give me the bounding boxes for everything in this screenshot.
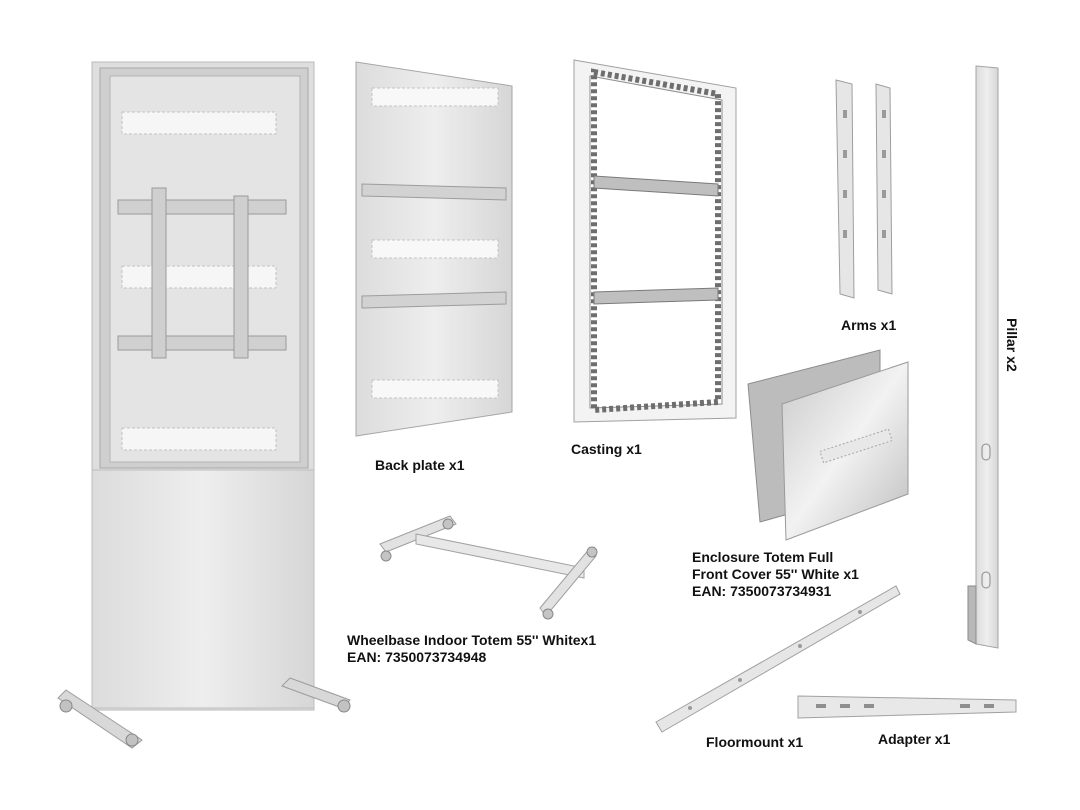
enclosure-name-line2: Front Cover 55'' White x1 xyxy=(692,566,859,582)
wheelbase-label: Wheelbase Indoor Totem 55'' Whitex1 EAN:… xyxy=(347,632,596,666)
enclosure-label: Enclosure Totem Full Front Cover 55'' Wh… xyxy=(692,549,859,600)
casting-part xyxy=(573,59,737,423)
enclosure-cover-part xyxy=(747,349,909,541)
back-plate-label: Back plate x1 xyxy=(375,457,465,473)
casting-label: Casting x1 xyxy=(571,441,642,457)
enclosure-ean: EAN: 7350073734931 xyxy=(692,583,832,599)
wheelbase-ean: EAN: 7350073734948 xyxy=(347,649,487,665)
arms-part xyxy=(835,79,893,299)
wheelbase-part xyxy=(379,515,598,620)
adapter-part xyxy=(797,695,1017,719)
wheelbase-name: Wheelbase Indoor Totem 55'' Whitex1 xyxy=(347,632,597,648)
floormount-part xyxy=(655,585,901,733)
assembled-totem xyxy=(57,61,351,749)
pillar-label: Pillar x2 xyxy=(1004,318,1020,372)
back-plate-part xyxy=(355,61,513,437)
pillar-part xyxy=(967,65,999,649)
arms-label: Arms x1 xyxy=(841,317,897,333)
adapter-label: Adapter x1 xyxy=(878,731,951,747)
floormount-label: Floormount x1 xyxy=(706,734,804,750)
enclosure-name-line1: Enclosure Totem Full xyxy=(692,549,834,565)
